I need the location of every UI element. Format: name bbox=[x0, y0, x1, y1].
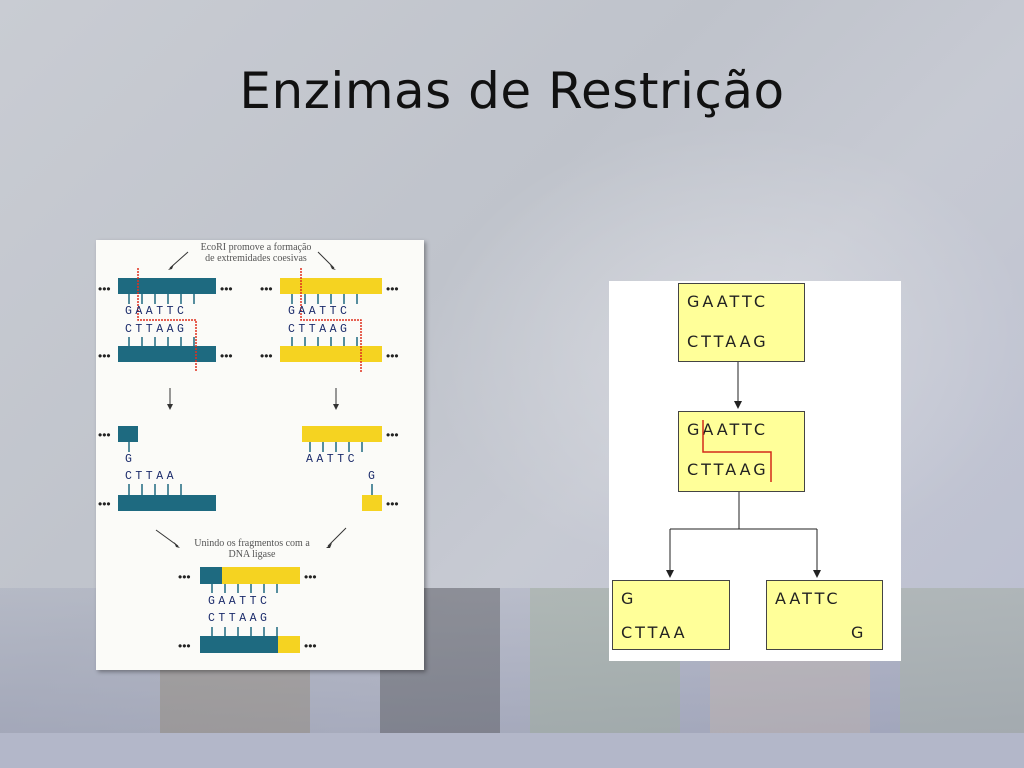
svg-text:•••: ••• bbox=[260, 282, 273, 296]
svg-text:•••: ••• bbox=[386, 428, 399, 442]
box-intact-bottom-seq: CTTAAG bbox=[687, 332, 769, 351]
svg-text:•••: ••• bbox=[98, 428, 111, 442]
frag-yellow-top-seq: AATTC bbox=[306, 453, 359, 466]
box-fragment-left-bottom-seq: CTTAA bbox=[621, 623, 688, 642]
cut-line bbox=[702, 420, 772, 482]
svg-text:•••: ••• bbox=[386, 497, 399, 511]
frag-blue-top-seq: G bbox=[125, 453, 136, 466]
svg-text:•••: ••• bbox=[98, 349, 111, 363]
joined-bottom-seq: CTTAAG bbox=[208, 612, 271, 625]
background-bottom-band bbox=[0, 733, 1024, 768]
flow-connectors bbox=[666, 361, 821, 578]
caption-ecori: EcoRI promove a formação de extremidades… bbox=[200, 242, 312, 264]
slide-title: Enzimas de Restrição bbox=[239, 62, 785, 120]
seq-blue-top: GAATTC bbox=[125, 305, 188, 318]
svg-text:•••: ••• bbox=[98, 497, 111, 511]
seq-yellow-top: GAATTC bbox=[288, 305, 351, 318]
joined-top-seq: GAATTC bbox=[208, 595, 271, 608]
seq-yellow-bottom: CTTAAG bbox=[288, 323, 351, 336]
caption-ligase: Unindo os fragmentos com a DNA ligase bbox=[194, 538, 310, 560]
svg-text:•••: ••• bbox=[304, 639, 317, 653]
svg-text:•••: ••• bbox=[220, 282, 233, 296]
svg-text:•••: ••• bbox=[386, 349, 399, 363]
frag-blue-bottom-seq: CTTAA bbox=[125, 470, 178, 483]
restriction-cut-flow-figure: GAATTC CTTAAG GAATTC CTTAAG G CTTAA AATT… bbox=[609, 281, 901, 661]
svg-text:•••: ••• bbox=[304, 570, 317, 584]
box-intact-site: GAATTC CTTAAG bbox=[678, 283, 805, 362]
box-cut-top-seq: GAATTC bbox=[687, 420, 768, 439]
box-cut-site: GAATTC CTTAAG bbox=[678, 411, 805, 492]
svg-text:•••: ••• bbox=[220, 349, 233, 363]
svg-text:•••: ••• bbox=[260, 349, 273, 363]
box-cut-bottom-seq: CTTAAG bbox=[687, 460, 769, 479]
box-fragment-right: AATTC G bbox=[766, 580, 883, 650]
svg-text:•••: ••• bbox=[98, 282, 111, 296]
box-fragment-left-top-seq: G bbox=[621, 589, 637, 608]
ecori-cohesive-ends-figure: ••• ••• ••• ••• ••• ••• bbox=[96, 240, 424, 670]
box-intact-top-seq: GAATTC bbox=[687, 292, 768, 311]
seq-blue-bottom: CTTAAG bbox=[125, 323, 188, 336]
svg-text:•••: ••• bbox=[178, 570, 191, 584]
box-fragment-right-bottom-seq: G bbox=[851, 623, 867, 642]
frag-yellow-bottom-seq: G bbox=[368, 470, 379, 483]
box-fragment-left: G CTTAA bbox=[612, 580, 730, 650]
box-fragment-right-top-seq: AATTC bbox=[775, 589, 841, 608]
svg-text:•••: ••• bbox=[178, 639, 191, 653]
svg-text:•••: ••• bbox=[386, 282, 399, 296]
background-tile bbox=[900, 588, 1024, 733]
ecori-diagram: ••• ••• ••• ••• ••• ••• bbox=[98, 251, 399, 653]
